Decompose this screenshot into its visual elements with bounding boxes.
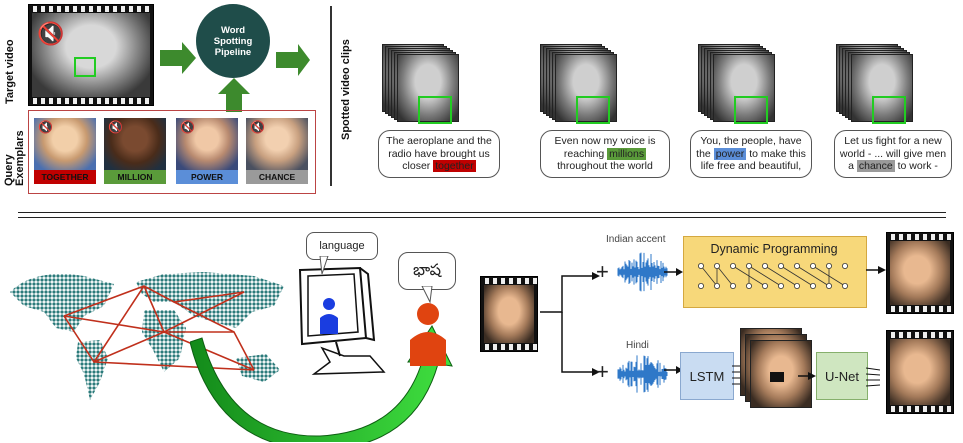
world-map — [10, 272, 284, 400]
target-video-frame: 🔇 — [28, 4, 154, 106]
caption-bubble: The aeroplane and the radio have brought… — [378, 130, 500, 178]
query-word-label: POWER — [176, 170, 238, 184]
target-video-label: Target video — [4, 39, 16, 104]
query-exemplar-photo: 🔇 — [176, 118, 238, 170]
query-exemplar-photo: 🔇 — [34, 118, 96, 170]
mute-icon: 🔇 — [37, 21, 65, 46]
caption-text: Even now my voice is reaching — [554, 135, 656, 160]
caption-text: Let us fight for a new world - ... will … — [839, 135, 947, 172]
dynamic-programming-box — [683, 236, 867, 308]
bubble-tail-telugu — [421, 286, 433, 304]
bubble-tail-english — [319, 256, 329, 275]
output-face-frame-bottom — [886, 330, 954, 414]
dp-output-arrow — [866, 266, 886, 274]
caption-text: to make this life free and beautiful, — [700, 147, 806, 173]
query-word-label: MILLION — [104, 170, 166, 184]
caption-text: You, the people, have the — [696, 135, 802, 160]
query-exemplar-chance: 🔇 CHANCE — [246, 118, 308, 184]
mouth-box — [418, 96, 452, 124]
caption-text: throughout the world — [557, 160, 653, 172]
plus-top: + — [596, 259, 609, 284]
caption-bubble: Even now my voice is reaching millions t… — [540, 130, 670, 178]
query-exemplar-photo: 🔇 — [104, 118, 166, 170]
intermediate-frame-stack — [740, 328, 820, 418]
mute-icon: 🔇 — [108, 120, 123, 134]
caption-highlight: millions — [607, 147, 647, 160]
speech-bubble-telugu: భాష — [398, 252, 456, 290]
query-exemplars-label: Query Exemplars — [3, 130, 26, 186]
caption-highlight: chance — [856, 160, 895, 172]
source-face-frame — [480, 276, 538, 352]
caption-text: The aeroplane and the radio have brought… — [386, 135, 492, 172]
lstm-box: LSTM — [680, 352, 734, 400]
unet-output-lines — [866, 367, 881, 387]
caption-text: to work - — [894, 160, 938, 172]
dp-lattice — [697, 262, 848, 290]
query-exemplar-together: 🔇 TOGETHER — [34, 118, 96, 184]
mute-icon: 🔇 — [180, 120, 195, 134]
word-spotting-pipeline: Word Spotting Pipeline — [196, 4, 270, 78]
person-blue-icon — [320, 298, 338, 334]
mouth-box — [872, 96, 906, 124]
pipeline-arrows — [160, 42, 310, 112]
query-exemplars-box — [28, 110, 316, 194]
mute-icon: 🔇 — [250, 120, 265, 134]
unet-input-arrow — [798, 372, 816, 380]
query-word-label: TOGETHER — [34, 170, 96, 184]
lstm-output-lines — [732, 365, 746, 385]
person-red-icon — [410, 303, 446, 366]
hindi-label: Hindi — [626, 340, 649, 351]
query-exemplar-power: 🔇 POWER — [176, 118, 238, 184]
dynamic-programming-label: Dynamic Programming — [710, 242, 838, 256]
output-face-frame-top — [886, 232, 954, 314]
mouth-box — [74, 57, 96, 77]
spotted-clips-label: Spotted video clips — [340, 39, 352, 140]
plus-bottom: + — [596, 359, 609, 384]
top-vertical-divider — [330, 6, 332, 186]
caption-highlight: together — [433, 160, 476, 172]
mute-icon: 🔇 — [38, 120, 53, 134]
mouth-box — [576, 96, 610, 124]
indian-accent-label: Indian accent — [606, 234, 666, 245]
speech-bubble-english: language — [306, 232, 378, 260]
branch-arrows — [540, 272, 600, 376]
unet-box: U-Net — [816, 352, 868, 400]
exemplars-label-line: Exemplars — [14, 130, 26, 186]
query-exemplar-photo: 🔇 — [246, 118, 308, 170]
caption-bubble: Let us fight for a new world - ... will … — [834, 130, 952, 178]
caption-bubble: You, the people, have the power to make … — [690, 130, 812, 178]
caption-highlight: power — [713, 147, 747, 160]
waveform-indian-accent — [617, 252, 668, 292]
horizontal-divider — [18, 212, 946, 218]
mouth-mask — [770, 372, 784, 382]
mouth-box — [734, 96, 768, 124]
query-exemplar-million: 🔇 MILLION — [104, 118, 166, 184]
wave-arrows — [664, 268, 683, 374]
query-word-label: CHANCE — [246, 170, 308, 184]
computer-monitor — [298, 266, 386, 375]
